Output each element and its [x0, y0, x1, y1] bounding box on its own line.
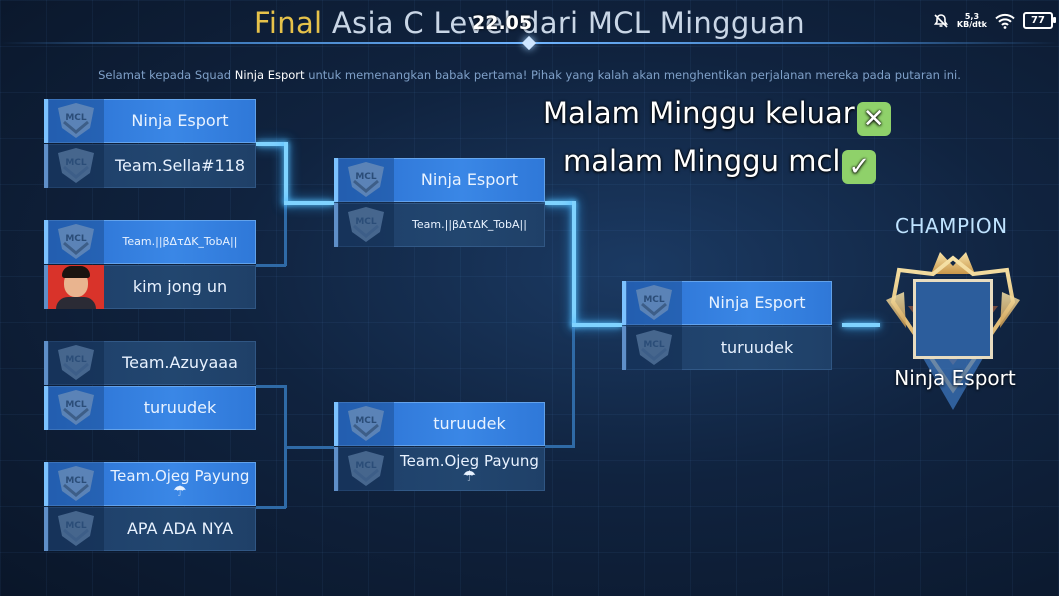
team-name: Team.||βΔτΔK_TobA||: [412, 218, 527, 231]
team-name: turuudek: [433, 416, 506, 432]
connector-line: [545, 445, 575, 448]
svg-text:MCL: MCL: [65, 234, 87, 244]
svg-text:MCL: MCL: [65, 113, 87, 123]
team-name: APA ADA NYA: [126, 521, 234, 537]
connector-line: [256, 142, 286, 146]
connector-line: [256, 264, 286, 267]
svg-text:MCL: MCL: [355, 217, 377, 227]
match-slot-sf1-top[interactable]: MCL Ninja Esport: [334, 158, 545, 202]
announcement-text: Selamat kepada Squad Ninja Esport untuk …: [98, 68, 961, 82]
team-name: Team.||βΔτΔK_TobA||: [122, 235, 238, 248]
team-name: turuudek: [720, 340, 794, 356]
team-name: Team.Ojeg Payung☂: [110, 469, 250, 499]
match-slot-r1-m4-bottom[interactable]: MCL APA ADA NYA: [44, 507, 256, 551]
connector-line: [572, 323, 622, 327]
svg-text:MCL: MCL: [65, 521, 87, 531]
team-name: turuudek: [143, 400, 217, 416]
team-name: kim jong un: [132, 279, 228, 295]
caption-line-1: Malam Minggu keluar✕: [543, 96, 891, 136]
mcl-logo-icon: MCL: [48, 462, 104, 506]
svg-text:MCL: MCL: [355, 172, 377, 182]
status-icons: 5,3 KB/dtk 77: [933, 11, 1056, 29]
svg-text:MCL: MCL: [65, 400, 87, 410]
mcl-logo-icon: MCL: [48, 341, 104, 385]
team-name: Team.Sella#118: [114, 158, 245, 174]
match-slot-r1-m3-bottom[interactable]: MCL turuudek: [44, 386, 256, 430]
mcl-logo-icon: MCL: [338, 402, 394, 446]
check-mark-icon: ✓: [842, 150, 877, 184]
connector-line: [545, 201, 575, 205]
match-slot-sf2-top[interactable]: MCL turuudek: [334, 402, 545, 446]
team-name: Team.Ojeg Payung☂: [400, 454, 539, 484]
match-slot-r1-m1-bottom[interactable]: MCL Team.Sella#118: [44, 144, 256, 188]
connector-line: [572, 325, 575, 447]
mcl-logo-icon: MCL: [626, 281, 682, 325]
match-slot-r1-m2-top[interactable]: MCL Team.||βΔτΔK_TobA||: [44, 220, 256, 264]
champion-label: CHAMPION: [895, 214, 1008, 238]
mcl-logo-icon: MCL: [626, 326, 682, 370]
team-name: Ninja Esport: [131, 113, 229, 129]
mcl-logo-icon: MCL: [48, 99, 104, 143]
svg-text:MCL: MCL: [643, 340, 665, 350]
svg-text:MCL: MCL: [65, 158, 87, 168]
status-time: 22.05: [472, 12, 533, 34]
net-speed: 5,3 KB/dtk: [956, 11, 987, 29]
player-avatar: [48, 265, 104, 309]
match-slot-r1-m1-top[interactable]: MCL Ninja Esport: [44, 99, 256, 143]
connector-line: [256, 385, 286, 388]
mcl-logo-icon: MCL: [338, 447, 394, 491]
match-slot-r1-m4-top[interactable]: MCL Team.Ojeg Payung☂: [44, 462, 256, 506]
connector-line: [284, 201, 334, 205]
connector-line: [284, 142, 288, 204]
connector-line: [256, 506, 286, 509]
page-title: Final Asia C Level dari MCL Mingguan: [254, 6, 805, 40]
notifications-off-icon: [933, 13, 949, 28]
mcl-logo-icon: MCL: [338, 158, 394, 202]
connector-line: [284, 446, 334, 449]
svg-text:MCL: MCL: [65, 476, 87, 486]
match-slot-final-bottom[interactable]: MCL turuudek: [622, 326, 832, 370]
avatar-hair: [62, 266, 90, 278]
match-slot-sf2-bottom[interactable]: MCL Team.Ojeg Payung☂: [334, 447, 545, 491]
champion-name: Ninja Esport: [894, 366, 1016, 390]
team-name: Ninja Esport: [708, 295, 806, 311]
connector-line: [572, 201, 576, 327]
svg-text:MCL: MCL: [643, 295, 665, 305]
match-slot-r1-m3-top[interactable]: MCL Team.Azuyaaa: [44, 341, 256, 385]
svg-text:MCL: MCL: [355, 416, 377, 426]
team-name: Team.Azuyaaa: [122, 355, 238, 371]
match-slot-final-top[interactable]: MCL Ninja Esport: [622, 281, 832, 325]
caption-line-2: malam Minggu mcl✓: [563, 144, 877, 184]
mcl-logo-icon: MCL: [48, 386, 104, 430]
match-slot-r1-m2-bottom[interactable]: kim jong un: [44, 265, 256, 309]
mcl-logo-icon: MCL: [48, 144, 104, 188]
battery-indicator: 77: [1023, 12, 1056, 29]
wifi-icon: [995, 13, 1015, 29]
match-slot-sf1-bottom[interactable]: MCL Team.||βΔτΔK_TobA||: [334, 203, 545, 247]
svg-text:MCL: MCL: [65, 355, 87, 365]
mcl-logo-icon: MCL: [48, 220, 104, 264]
champion-portrait: [913, 279, 993, 359]
svg-text:MCL: MCL: [355, 461, 377, 471]
connector-line: [842, 323, 880, 327]
mcl-logo-icon: MCL: [48, 507, 104, 551]
cross-mark-icon: ✕: [856, 102, 891, 136]
avatar-shirt: [56, 297, 96, 309]
team-name: Ninja Esport: [420, 172, 519, 188]
mcl-logo-icon: MCL: [338, 203, 394, 247]
